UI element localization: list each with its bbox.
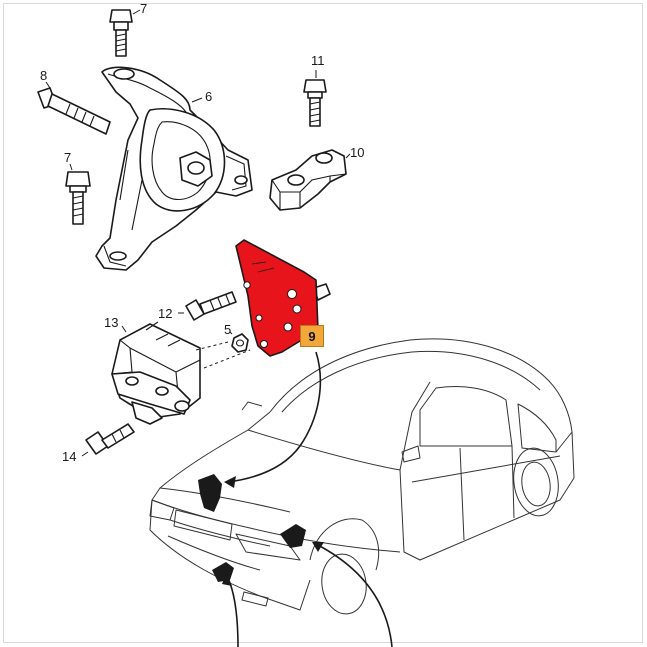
arrow-plate-to-car (224, 351, 322, 488)
callout-9-highlight-badge[interactable]: 9 (300, 325, 324, 347)
arrow-lower-right (312, 542, 393, 647)
nut-5[interactable] (231, 333, 249, 353)
callout-7-left: 7 (64, 150, 71, 165)
bracket-10[interactable] (269, 149, 347, 211)
bolt-12[interactable] (185, 291, 237, 321)
alignment-line-13 (195, 341, 229, 351)
plate-9-fill (235, 239, 319, 357)
arrow-lower-left (222, 574, 239, 647)
alignment-line-5 (203, 349, 251, 369)
callout-6: 6 (205, 89, 212, 104)
bolt-8[interactable] (37, 87, 111, 135)
engine-mount-6[interactable] (95, 66, 253, 271)
callout-13: 13 (104, 315, 118, 330)
leader-7-left (69, 163, 73, 171)
bolt-7-left[interactable] (65, 171, 91, 225)
leader-7-top (132, 9, 141, 15)
leader-13 (121, 325, 127, 333)
mount-location-lower (212, 562, 234, 582)
bolt-11[interactable] (303, 79, 327, 127)
callout-14: 14 (62, 449, 76, 464)
mount-location-upper (198, 474, 222, 512)
bolt-14[interactable] (85, 423, 135, 455)
bolt-7-top[interactable] (109, 9, 133, 57)
callout-7-top: 7 (140, 1, 147, 16)
leader-14 (81, 451, 89, 457)
callout-5: 5 (224, 322, 231, 337)
callout-12: 12 (158, 306, 172, 321)
callout-8: 8 (40, 68, 47, 83)
callout-11: 11 (311, 53, 325, 68)
leader-6 (191, 97, 203, 103)
mounting-plate-9-highlighted[interactable] (235, 239, 331, 357)
mount-13[interactable] (111, 321, 201, 425)
leader-10 (345, 153, 351, 159)
callout-10: 10 (350, 145, 364, 160)
mount-location-right (280, 524, 306, 548)
car-illustration (149, 338, 575, 615)
leader-8 (45, 81, 51, 89)
leader-5 (229, 331, 233, 335)
